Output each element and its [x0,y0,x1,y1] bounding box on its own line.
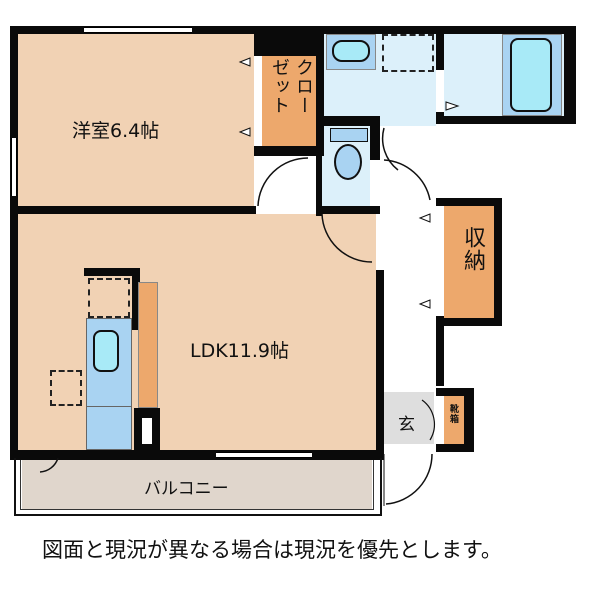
wall [564,26,576,124]
wall [316,116,380,126]
wall [254,26,576,34]
stove-icon [88,278,130,318]
wall [254,146,324,156]
wall [436,26,444,70]
shoe-box [444,396,464,444]
window [216,452,312,458]
entrance-label: 玄 [398,415,415,435]
shoe-box-label: 靴箱 [448,404,458,424]
refrigerator-space-icon [50,370,82,406]
wall [316,206,380,214]
wall [316,126,322,216]
balcony-railing [14,458,382,516]
sink-icon [93,330,119,372]
wall [10,450,384,460]
wall [436,388,474,396]
wall [10,26,18,460]
wall [436,444,474,452]
entrance [384,392,434,444]
wall [254,34,324,56]
wall [316,34,324,156]
wall [370,116,380,160]
balcony-label: バルコニー [144,479,229,499]
toilet-bowl-icon [334,144,362,180]
closet [262,56,316,146]
balcony [22,460,372,510]
bathtub-icon [510,38,552,112]
door-swing-icon [39,57,460,506]
toilet-tank-icon [330,128,368,142]
floor-plan: 洋室6.4帖 LDK11.9帖 クロー ゼット 収納 靴箱 玄 バルコニー [10,26,576,516]
pipe-shaft-icon [142,418,152,444]
wall [10,206,256,214]
storage-label: 収納 [460,226,485,272]
wall [84,268,140,276]
closet-label-col1: クロー [293,58,314,115]
window [84,27,192,33]
wall [436,198,502,206]
window [11,138,17,196]
wall [436,316,444,386]
ldk-room [18,214,376,450]
wall [494,198,502,326]
wall [436,116,576,124]
kitchen-counter-divider [86,406,132,407]
western-room-label: 洋室6.4帖 [72,120,160,142]
balcony-railing-inner [20,460,374,510]
washbasin-icon [332,40,370,62]
wall [132,268,140,330]
wall [436,318,502,326]
kitchen-wall-panel [138,282,158,408]
washroom-lower [374,100,436,126]
hallway [380,126,436,386]
wall [464,388,474,452]
western-room [18,34,254,206]
wall [436,112,444,124]
storage [444,206,494,318]
closet-label-col2: ゼット [269,58,290,115]
wall [376,270,384,460]
disclaimer-text: 図面と現況が異なる場合は現況を優先とします。 [42,538,502,562]
washing-machine-space-icon [382,34,434,72]
ldk-label: LDK11.9帖 [190,340,289,362]
